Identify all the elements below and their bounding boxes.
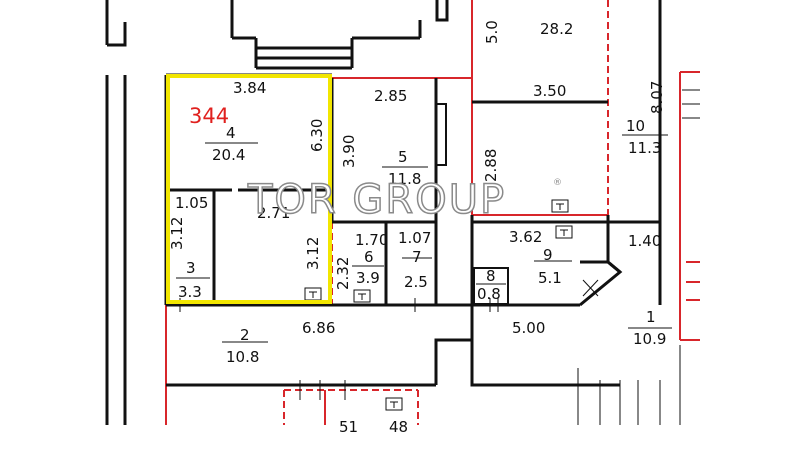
dim-3-12-right: 3.12 [304,237,322,270]
room-7-number: 7 [412,248,422,266]
label-bottom-48: 48 [389,418,408,436]
unit-number: 344 [189,104,229,128]
fixture-icon-room-upper [551,199,569,213]
room-5-area: 11.8 [388,170,421,188]
dim-6-86: 6.86 [302,319,335,337]
dim-3-62: 3.62 [509,228,542,246]
dim-3-50: 3.50 [533,82,566,100]
room-8-box [473,267,509,305]
room-3-number: 3 [186,259,196,277]
room-9-area: 5.1 [538,269,562,287]
room-10-area: 11.3 [628,139,661,157]
fixture-icon-bottom [385,397,403,411]
unit-344-outline [166,74,332,304]
room-10-number: 10 [626,117,645,135]
minor-lines [179,89,700,425]
room-9-number: 9 [543,246,553,264]
dim-2-88: 2.88 [482,149,500,182]
room-6-number: 6 [364,248,374,266]
label-top-28: 28.2 [540,20,573,38]
room-3-area: 3.3 [178,283,202,301]
room-7-area: 2.5 [404,273,428,291]
room-8-number: 8 [486,267,496,285]
dim-1-07: 1.07 [398,229,431,247]
room-2-area: 10.8 [226,348,259,366]
label-bottom-51: 51 [339,418,358,436]
dim-2-32: 2.32 [334,257,352,290]
dim-2-71: 2.71 [257,204,290,222]
watermark-registered-mark: ® [553,178,562,188]
walls [105,0,662,425]
fixture-icon-room3 [304,287,322,301]
room-2-number: 2 [240,326,250,344]
dim-5-00: 5.00 [512,319,545,337]
dim-1-05: 1.05 [175,194,208,212]
fixture-icon-room6 [353,289,371,303]
dim-3-90: 3.90 [340,135,358,168]
dim-6-30: 6.30 [308,119,326,152]
dim-8-07: 8.07 [648,81,666,114]
fixture-icon-room9 [555,225,573,239]
room-1-number: 1 [646,308,656,326]
room-4-number: 4 [226,124,236,142]
dim-2-85: 2.85 [374,87,407,105]
watermark: TOR GROUP [247,177,506,223]
room-6-area: 3.9 [356,269,380,287]
room-4-area: 20.4 [212,146,245,164]
room-8-area: 0.8 [477,285,501,303]
dim-3-12-left: 3.12 [168,217,186,250]
dim-1-70: 1.70 [355,231,388,249]
room-5-number: 5 [398,148,408,166]
label-top-5: 5.0 [483,20,501,44]
dim-3-84: 3.84 [233,79,266,97]
fixture-icons [304,199,573,411]
area-underlines [176,134,672,343]
dim-1-40: 1.40 [628,232,661,250]
room-1-area: 10.9 [633,330,666,348]
